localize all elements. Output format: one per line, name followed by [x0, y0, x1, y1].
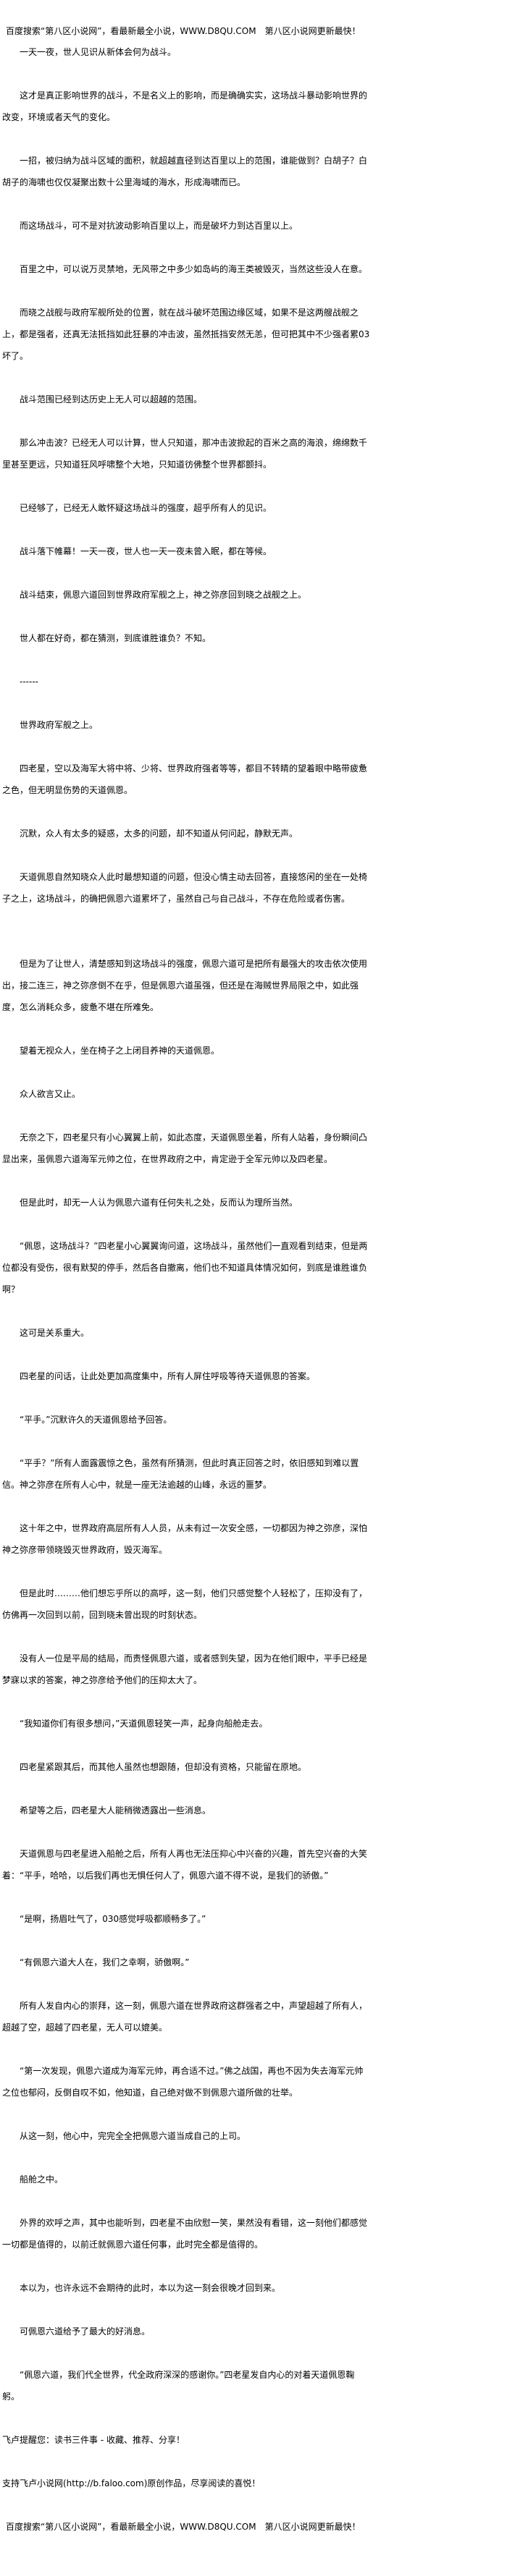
- paragraph: 希望等之后，四老星大人能稍微透露出一些消息。: [20, 1805, 211, 1816]
- paragraph: 所有人发自内心的崇拜，这一刻，佩恩六道在世界政府这群强者之中，声望超越了所有人，…: [2, 2001, 368, 2033]
- paragraph: “平手？”所有人面露震惊之色，虽然有所猜测，但此时真正回答之时，依旧感知到难以置…: [2, 1458, 359, 1490]
- paragraph: 沉默，众人有太多的疑惑，太多的问题，却不知道从何问起，静默无声。: [20, 829, 298, 839]
- paragraph: 那么冲击波？已经无人可以计算，世人只知道，那冲击波掀起的百米之高的海浪，绵绵数千…: [2, 438, 368, 470]
- paragraph: 世人都在好奇，都在猜测，到底谁胜谁负？不知。: [20, 633, 211, 643]
- chapter-body: 一天一夜，世人见识从新体会何为战斗。这才是真正影响世界的战斗，不是名义上的影响，…: [2, 41, 370, 2407]
- paragraph: 一招，被归纳为战斗区域的面积，就超越直径到达百里以上的范围，谁能做到？白胡子？白…: [2, 156, 368, 187]
- paragraph: 船舱之中。: [20, 2174, 64, 2185]
- paragraph: 众人欲言又止。: [20, 1089, 81, 1099]
- paragraph: “第一次发现，佩恩六道成为海军元帅，再合适不过。”佛之战国，再也不因为失去海军元…: [2, 2066, 364, 2098]
- paragraph: 而这场战斗，可不是对抗波动影响百里以上，而是破坏力到达百里以上。: [20, 221, 298, 231]
- paragraph: 四老星的问话，让此处更加高度集中，所有人屏住呼吸等待天道佩恩的答案。: [20, 1371, 316, 1381]
- paragraph: “有佩恩六道大人在，我们之幸啊，骄傲啊。”: [20, 1957, 190, 1967]
- paragraph: 但是此时………他们想忘乎所以的高呼，这一刻，他们只感觉整个人轻松了，压抑没有了，…: [2, 1588, 368, 1620]
- paragraph: ------: [20, 677, 38, 687]
- paragraph: 战斗落下帷幕！一天一夜，世人也一天一夜未曾入眠，都在等候。: [20, 546, 272, 556]
- paragraph: 可佩恩六道给予了最大的好消息。: [20, 2326, 151, 2336]
- paragraph: “佩恩，这场战斗？”四老星小心翼翼询问道，这场战斗，虽然他们一直观看到结束，但是…: [2, 1241, 368, 1295]
- paragraph: 外界的欢呼之声，其中也能听到，四老星不由欣慰一笑，果然没有看错，这一刻他们都感觉…: [2, 2218, 368, 2250]
- paragraph: “我知道你们有很多想问，”天道佩恩轻笑一声，起身向船舱走去。: [20, 1719, 268, 1729]
- paragraph: 天道佩恩与四老星进入船舱之后，所有人再也无法压抑心中兴奋的兴趣，首先空兴奋的大笑…: [2, 1849, 368, 1881]
- paragraph: 天道佩恩自然知晓众人此时最想知道的问题，但没心情主动去回答，直接悠闲的坐在一处椅…: [2, 872, 368, 904]
- paragraph: 本以为，也许永远不会期待的此时，本以为这一刻会很晚才回到来。: [20, 2283, 281, 2293]
- paragraph: 战斗结束，佩恩六道回到世界政府军舰之上，神之弥彦回到晓之战舰之上。: [20, 590, 307, 600]
- paragraph: 世界政府军舰之上。: [20, 720, 99, 730]
- reminder-text: 飞卢提醒您：读书三件事 - 收藏、推荐、分享！: [2, 2435, 185, 2445]
- paragraph: 但是为了让世人，清楚感知到这场战斗的强度，佩恩六道可是把所有最强大的攻击依次使用…: [2, 959, 368, 1012]
- paragraph: 无奈之下，四老星只有小心翼翼上前，如此态度，天道佩恩坐着，所有人站着，身份瞬间凸…: [2, 1132, 368, 1164]
- header-site-banner: 百度搜索“第八区小说网”，看最新最全小说，WWW.D8QU.COM 第八区小说网…: [6, 26, 361, 36]
- footer-site-banner: 百度搜索“第八区小说网”，看最新最全小说，WWW.D8QU.COM 第八区小说网…: [6, 2522, 361, 2532]
- paragraph: 四老星紧跟其后，而其他人虽然也想跟随，但却没有资格，只能留在原地。: [20, 1762, 307, 1772]
- paragraph: 没有人一位是平局的结局，而责怪佩恩六道，或者感到失望，因为在他们眼中，平手已经是…: [2, 1653, 368, 1685]
- paragraph: “佩恩六道，我们代全世界，代全政府深深的感谢你。”四老星发自内心的对着天道佩恩鞠…: [2, 2370, 355, 2402]
- paragraph: 四老星，空以及海军大将中将、少将、世界政府强者等等，都目不转睛的望着眼中略带疲惫…: [2, 763, 368, 795]
- paragraph: 百里之中，可以说万灵禁地，无风带之中多少如岛屿的海王类被毁灭，当然这些没人在意。: [20, 264, 368, 274]
- support-text: 支持飞卢小说网(http://b.faloo.com)原创作品，尽享阅读的喜悦！: [2, 2478, 261, 2488]
- paragraph: “是啊，扬眉吐气了，030感觉呼吸都顺畅多了。”: [20, 1914, 206, 1924]
- chapter-document: 百度搜索“第八区小说网”，看最新最全小说，WWW.D8QU.COM 第八区小说网…: [2, 22, 370, 2538]
- paragraph: 已经够了，已经无人敢怀疑这场战斗的强度，超乎所有人的见识。: [20, 503, 272, 513]
- paragraph: 而晓之战舰与政府军舰所处的位置，就在战斗破坏范围边缘区域，如果不是这两艘战舰之上…: [2, 308, 370, 361]
- paragraph: 这十年之中，世界政府高层所有人人员，从未有过一次安全感，一切都因为神之弥彦，深怕…: [2, 1523, 368, 1555]
- paragraph: 这才是真正影响世界的战斗，不是名义上的影响，而是确确实实，这场战斗暴动影响世界的…: [2, 90, 368, 122]
- paragraph: 战斗范围已经到达历史上无人可以超越的范围。: [20, 394, 203, 404]
- paragraph: 这可是关系重大。: [20, 1328, 90, 1338]
- paragraph: 一天一夜，世人见识从新体会何为战斗。: [20, 47, 177, 57]
- paragraph: 望着无视众人，坐在椅子之上闭目养神的天道佩恩。: [20, 1046, 220, 1056]
- paragraph: 从这一刻，他心中，完完全全把佩恩六道当成自己的上司。: [20, 2131, 246, 2141]
- paragraph: 但是此时，却无一人认为佩恩六道有任何失礼之处，反而认为理所当然。: [20, 1198, 298, 1208]
- paragraph: “平手。”沉默许久的天道佩恩给予回答。: [20, 1415, 172, 1425]
